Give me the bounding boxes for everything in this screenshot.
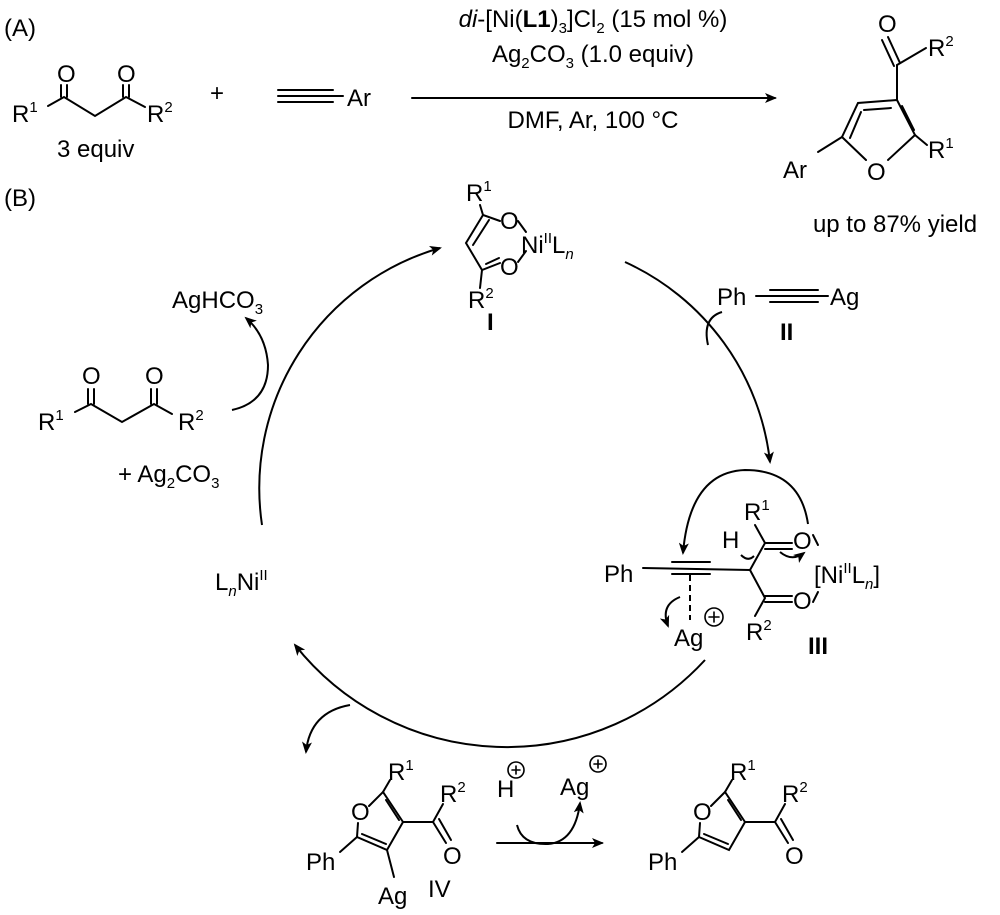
positive-charge-icon (589, 755, 607, 773)
r1-label: R1 (38, 407, 64, 436)
curved-arrow-out-aghco3 (231, 316, 270, 411)
cycle-arrow-right (624, 261, 774, 464)
atom-o: O (793, 528, 812, 555)
atom-o: O (785, 843, 804, 870)
intermediate-iii: Ph H R1 O O [NiIILn] R2 Ag III (604, 468, 880, 660)
panel-a-label: (A) (4, 15, 36, 42)
diketone-input: O O R1 R2 + Ag2CO3 (38, 363, 219, 492)
atom-o: O (145, 363, 164, 390)
agHCO3-label: AgHCO3 (172, 287, 263, 318)
atom-o: O (867, 159, 886, 186)
compound-id-iv: IV (428, 876, 451, 903)
diketone-reactant: O O R1 R2 3 equiv (12, 61, 173, 163)
r1-label: R1 (388, 757, 414, 786)
panel-b-label: (B) (4, 185, 36, 212)
curved-arrow-h-ag (516, 801, 584, 846)
r1-label: R1 (744, 497, 770, 526)
ph-label: Ph (604, 561, 633, 588)
equiv-label: 3 equiv (57, 136, 134, 163)
plus-sign: + (210, 80, 224, 107)
r1-label: R1 (730, 757, 756, 786)
r1-label: R1 (466, 178, 492, 207)
condition-catalyst: di-[Ni(L1)3]Cl2 (15 mol %) (459, 6, 728, 37)
silver-cation-label: Ag (560, 774, 589, 801)
curved-arrow-out-iv (302, 704, 351, 754)
ln-ni-label: LnNiII (215, 567, 268, 600)
furan-final: R1 O R2 O Ph (648, 757, 808, 876)
yield-label: up to 87% yield (813, 211, 977, 238)
positive-charge-icon (507, 761, 525, 779)
ar-label: Ar (347, 85, 371, 112)
atom-o: O (878, 11, 897, 38)
atom-o: O (351, 799, 370, 826)
atom-o: O (117, 61, 136, 88)
ni-ln-bracket-label: [NiIILn] (814, 560, 880, 593)
r1-label: R1 (12, 99, 38, 128)
proton-label: H (497, 776, 514, 803)
ph-label: Ph (717, 284, 746, 311)
atom-o: O (693, 799, 712, 826)
condition-solvent: DMF, Ar, 100 °C (508, 107, 679, 134)
compound-id-iii: III (808, 633, 828, 660)
ag-label: Ag (378, 883, 407, 910)
cycle-arrow-bottom (293, 643, 706, 749)
atom-o: O (57, 61, 76, 88)
atom-o: O (500, 208, 519, 235)
h-label: H (722, 527, 739, 554)
r2-label: R2 (746, 617, 772, 646)
atom-o: O (793, 588, 812, 615)
intermediate-i: R1 O NiIILn O R2 I (464, 178, 574, 336)
condition-oxidant: Ag2CO3 (1.0 equiv) (492, 41, 694, 72)
r2-label: R2 (928, 33, 954, 62)
r2-label: R2 (782, 779, 808, 808)
compound-id-ii: II (780, 319, 793, 346)
compound-id-i: I (487, 309, 494, 336)
r2-label: R2 (147, 99, 173, 128)
r2-label: R2 (440, 779, 466, 808)
atom-o: O (443, 843, 462, 870)
ar-label: Ar (783, 157, 807, 184)
ni-ln-label: NiIILn (521, 230, 574, 263)
ag-label: Ag (830, 284, 859, 311)
ag-label: Ag (674, 625, 703, 652)
alkyne-reactant: Ar (277, 85, 371, 112)
r1-label: R1 (928, 135, 954, 164)
r2-label: R2 (468, 285, 494, 314)
silver-acetylide-ii: Ph Ag II (717, 284, 859, 346)
ph-label: Ph (306, 849, 335, 876)
curved-arrow-in-ii (705, 311, 723, 346)
positive-charge-icon (704, 607, 724, 627)
r2-label: R2 (178, 407, 204, 436)
atom-o: O (82, 363, 101, 390)
furan-product: O R2 Ar O R1 up to 87% yield (783, 11, 977, 238)
intermediate-iv: R1 O R2 O Ph Ag IV (306, 757, 466, 910)
ph-label: Ph (648, 849, 677, 876)
ag2co3-label: + Ag2CO3 (118, 461, 219, 492)
atom-o: O (500, 254, 519, 281)
cycle-arrow-top-left (258, 245, 442, 526)
